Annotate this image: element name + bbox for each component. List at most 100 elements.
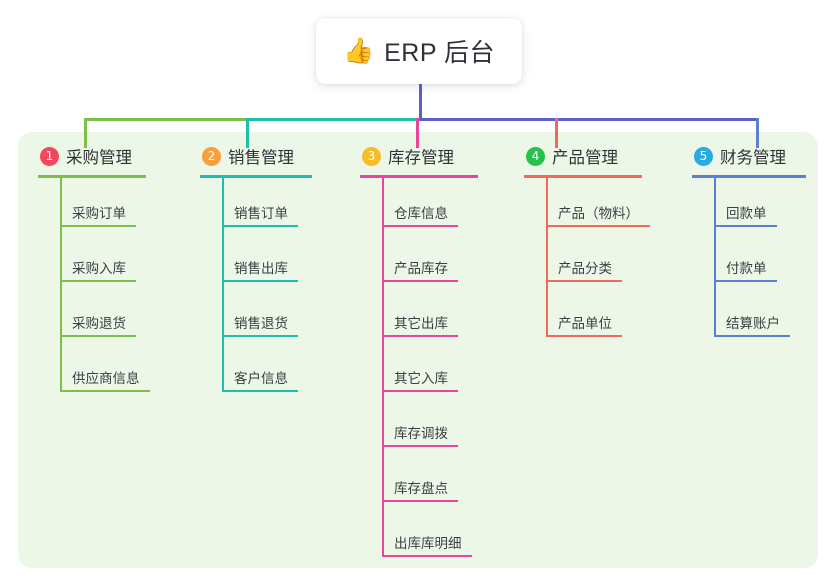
- leaf-node[interactable]: 采购入库: [38, 233, 146, 288]
- root-drop-line: [419, 84, 422, 121]
- leaf-node-rule: [714, 335, 791, 337]
- leaf-node-rule: [60, 225, 137, 227]
- column-drop-4: [555, 118, 558, 148]
- leaf-node-rule: [222, 225, 299, 227]
- leaf-node[interactable]: 出库库明细: [360, 508, 478, 563]
- leaf-node-label: 其它出库: [394, 316, 448, 331]
- leaf-node-label: 库存调拨: [394, 426, 448, 441]
- leaf-node[interactable]: 供应商信息: [38, 343, 150, 398]
- column-items-4: 产品（物料） 产品分类产品单位: [524, 178, 650, 343]
- leaf-node-label: 供应商信息: [72, 371, 140, 386]
- diagram-background-panel: [18, 132, 818, 568]
- leaf-node[interactable]: 产品库存: [360, 233, 478, 288]
- leaf-node[interactable]: 采购退货: [38, 288, 146, 343]
- column-number-badge: 5: [694, 146, 713, 166]
- leaf-node[interactable]: 产品（物料）: [524, 178, 650, 233]
- leaf-node-label: 客户信息: [234, 371, 288, 386]
- leaf-node-rule: [382, 280, 459, 282]
- column-number-badge: 3: [362, 146, 381, 166]
- branch-column-3: 3 库存管理仓库信息产品库存其它出库其它入库库存调拨库存盘点出库库明细: [360, 144, 478, 563]
- leaf-node-label: 出库库明细: [394, 536, 462, 551]
- leaf-node-label: 仓库信息: [394, 206, 448, 221]
- column-drop-1: [84, 118, 87, 148]
- leaf-node-rule: [382, 500, 459, 502]
- column-spine: [714, 178, 716, 337]
- leaf-node-label: 销售订单: [234, 206, 288, 221]
- leaf-node-label: 产品分类: [558, 261, 612, 276]
- column-drop-3: [416, 118, 419, 148]
- leaf-node[interactable]: 结算账户: [692, 288, 806, 343]
- thumbs-up-icon: 👍: [342, 36, 375, 65]
- leaf-node-rule: [60, 335, 137, 337]
- column-title: 采购管理: [66, 149, 132, 167]
- leaf-node-label: 库存盘点: [394, 481, 448, 496]
- column-number-badge: 1: [40, 146, 59, 166]
- leaf-node-label: 销售出库: [234, 261, 288, 276]
- column-title: 销售管理: [228, 149, 294, 167]
- bus-segment-right: [419, 118, 759, 121]
- leaf-node-label: 采购退货: [72, 316, 126, 331]
- leaf-node-rule: [60, 390, 150, 392]
- leaf-node-label: 采购订单: [72, 206, 126, 221]
- leaf-node-rule: [222, 280, 299, 282]
- column-header-rule: [524, 175, 642, 178]
- leaf-node-rule: [382, 445, 459, 447]
- column-drop-5: [756, 118, 759, 148]
- column-spine: [222, 178, 224, 392]
- leaf-node[interactable]: 产品单位: [524, 288, 642, 343]
- leaf-node-label: 产品库存: [394, 261, 448, 276]
- leaf-node[interactable]: 库存调拨: [360, 398, 478, 453]
- leaf-node[interactable]: 产品分类: [524, 233, 642, 288]
- root-node-title: ERP 后台: [384, 39, 496, 67]
- leaf-node-label: 付款单: [726, 261, 767, 276]
- branch-column-4: 4 产品管理产品（物料） 产品分类产品单位: [524, 144, 650, 343]
- leaf-node-rule: [382, 390, 459, 392]
- leaf-node-label: 产品单位: [558, 316, 612, 331]
- leaf-node[interactable]: 仓库信息: [360, 178, 478, 233]
- leaf-node[interactable]: 销售订单: [200, 178, 312, 233]
- column-title: 库存管理: [388, 149, 454, 167]
- leaf-node[interactable]: 其它入库: [360, 343, 478, 398]
- column-title: 财务管理: [720, 149, 786, 167]
- leaf-node[interactable]: 销售出库: [200, 233, 312, 288]
- branch-column-5: 5 财务管理回款单付款单结算账户: [692, 144, 806, 343]
- column-header-rule: [692, 175, 806, 178]
- leaf-node[interactable]: 客户信息: [200, 343, 312, 398]
- bus-segment-2: [246, 118, 419, 121]
- root-node-erp-backend[interactable]: 👍 ERP 后台: [316, 18, 522, 84]
- leaf-node-rule: [222, 335, 299, 337]
- branch-column-2: 2 销售管理销售订单销售出库销售退货客户信息: [200, 144, 312, 398]
- leaf-node[interactable]: 其它出库: [360, 288, 478, 343]
- column-header-rule: [200, 175, 312, 178]
- leaf-node[interactable]: 库存盘点: [360, 453, 478, 508]
- leaf-node-rule: [382, 335, 459, 337]
- leaf-node-label: 采购入库: [72, 261, 126, 276]
- leaf-node-label: 其它入库: [394, 371, 448, 386]
- column-header-3[interactable]: 3 库存管理: [360, 144, 478, 168]
- column-number-badge: 2: [202, 146, 221, 166]
- leaf-node[interactable]: 销售退货: [200, 288, 312, 343]
- leaf-node-label: 回款单: [726, 206, 767, 221]
- column-items-1: 采购订单采购入库采购退货供应商信息: [38, 178, 150, 398]
- leaf-node[interactable]: 付款单: [692, 233, 806, 288]
- column-header-rule: [360, 175, 478, 178]
- column-header-2[interactable]: 2 销售管理: [200, 144, 312, 168]
- leaf-node[interactable]: 采购订单: [38, 178, 146, 233]
- column-spine: [60, 178, 62, 392]
- column-header-1[interactable]: 1 采购管理: [38, 144, 146, 168]
- column-number-badge: 4: [526, 146, 545, 166]
- leaf-node-label: 结算账户: [726, 316, 780, 331]
- column-title: 产品管理: [552, 149, 618, 167]
- column-spine: [546, 178, 548, 337]
- column-drop-2: [246, 118, 249, 148]
- leaf-node-label: 产品（物料）: [558, 206, 639, 221]
- column-header-5[interactable]: 5 财务管理: [692, 144, 806, 168]
- column-items-2: 销售订单销售出库销售退货客户信息: [200, 178, 312, 398]
- leaf-node-label: 销售退货: [234, 316, 288, 331]
- column-items-3: 仓库信息产品库存其它出库其它入库库存调拨库存盘点出库库明细: [360, 178, 478, 563]
- leaf-node[interactable]: 回款单: [692, 178, 806, 233]
- leaf-node-rule: [382, 555, 472, 557]
- column-header-4[interactable]: 4 产品管理: [524, 144, 642, 168]
- column-spine: [382, 178, 384, 557]
